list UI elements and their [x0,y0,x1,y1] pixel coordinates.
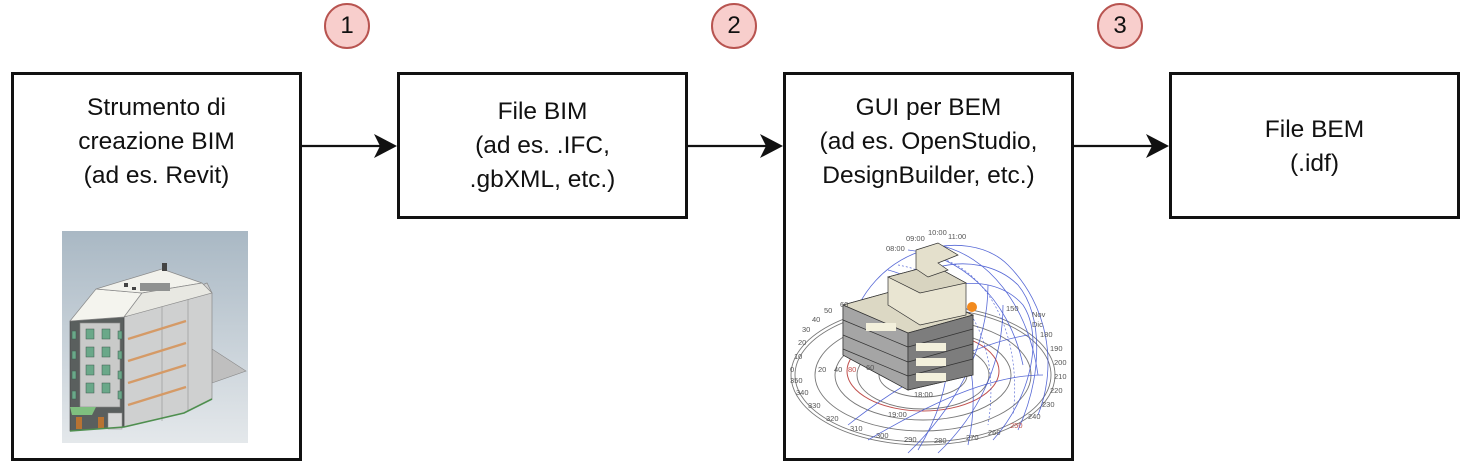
sunpath-azimuth-label: 330 [808,401,821,410]
sunpath-azimuth-label: 30 [802,325,810,334]
arrowhead-icon [1146,134,1169,158]
sunpath-azimuth-label: 20 [798,338,806,347]
arrowhead-icon [760,134,783,158]
step-number: 2 [727,12,741,39]
sunpath-altitude-label: 20 [818,365,826,374]
sunpath-azimuth-label: 50 [824,306,832,315]
sunpath-azimuth-label: 40 [812,315,820,324]
node-label: File BIM (ad es. .IFC, .gbXML, etc.) [469,98,616,193]
sunpath-azimuth-label: 310 [850,424,863,433]
step-marker-3: 3 [1097,3,1143,49]
bim-building-model-image [62,231,248,443]
sunpath-time-label: 19:00 [888,410,907,419]
sunpath-altitude-label: 60 [866,363,874,372]
sunpath-time-label: 09:00 [906,234,925,243]
sunpath-azimuth-label: 270 [966,433,979,442]
sunpath-azimuth-label: 300 [876,431,889,440]
sunpath-azimuth-label: 250 [1010,421,1023,430]
sunpath-azimuth-label: 150 [1006,304,1019,313]
sunpath-azimuth-label: 210 [1054,372,1067,381]
sunpath-altitude-label: 80 [848,365,856,374]
sunpath-time-label: 11:00 [948,232,966,241]
sunpath-time-label: 08:00 [886,244,905,253]
sunpath-azimuth-label: 290 [904,435,917,444]
step-number: 3 [1113,12,1127,39]
sunpath-month-label: Dic [1032,320,1043,329]
sunpath-azimuth-label: 0 [790,365,794,374]
sunpath-azimuth-label: 280 [934,436,947,445]
node-bim-tool[interactable]: Strumento di creazione BIM (ad es. Revit… [11,72,302,461]
sunpath-azimuth-label: 350 [790,376,803,385]
sunpath-azimuth-label: 180 [1040,330,1053,339]
sunpath-azimuth-label: 190 [1050,344,1063,353]
sunpath-azimuth-label: 230 [1042,400,1055,409]
node-label: Strumento di creazione BIM (ad es. Revit… [78,94,235,189]
step-marker-1: 1 [324,3,370,49]
sunpath-azimuth-label: 260 [988,428,1001,437]
node-bim-file[interactable]: File BIM (ad es. .IFC, .gbXML, etc.) [397,72,688,219]
node-label: File BEM (.idf) [1264,116,1365,177]
sunpath-azimuth-label: 320 [826,414,839,423]
node-bem-file[interactable]: File BEM (.idf) [1169,72,1460,219]
sunpath-altitude-label: 40 [834,365,842,374]
node-label: GUI per BEM (ad es. OpenStudio, DesignBu… [819,94,1038,189]
step-number: 1 [340,12,354,39]
sunpath-time-label: 18:00 [914,390,933,399]
sunpath-month-label: Nov [1032,310,1046,319]
edge-bem-gui-to-bem-file [1074,134,1169,158]
sunpath-azimuth-label: 240 [1028,412,1041,421]
step-marker-2: 2 [711,3,757,49]
sunpath-azimuth-label: 60 [840,300,848,309]
sunpath-azimuth-label: 220 [1050,386,1063,395]
arrowhead-icon [374,134,397,158]
bem-sunpath-model-image: 0 10 20 30 40 50 60 150 180 190 200 210 … [790,228,1067,454]
sunpath-time-label: 10:00 [928,228,947,237]
sunpath-azimuth-label: 200 [1054,358,1067,367]
edge-bim-tool-to-bim-file [302,134,397,158]
node-bem-gui[interactable]: GUI per BEM (ad es. OpenStudio, DesignBu… [783,72,1074,461]
sunpath-azimuth-label: 340 [796,388,809,397]
edge-bim-file-to-bem-gui [688,134,783,158]
sunpath-azimuth-label: 10 [794,352,802,361]
